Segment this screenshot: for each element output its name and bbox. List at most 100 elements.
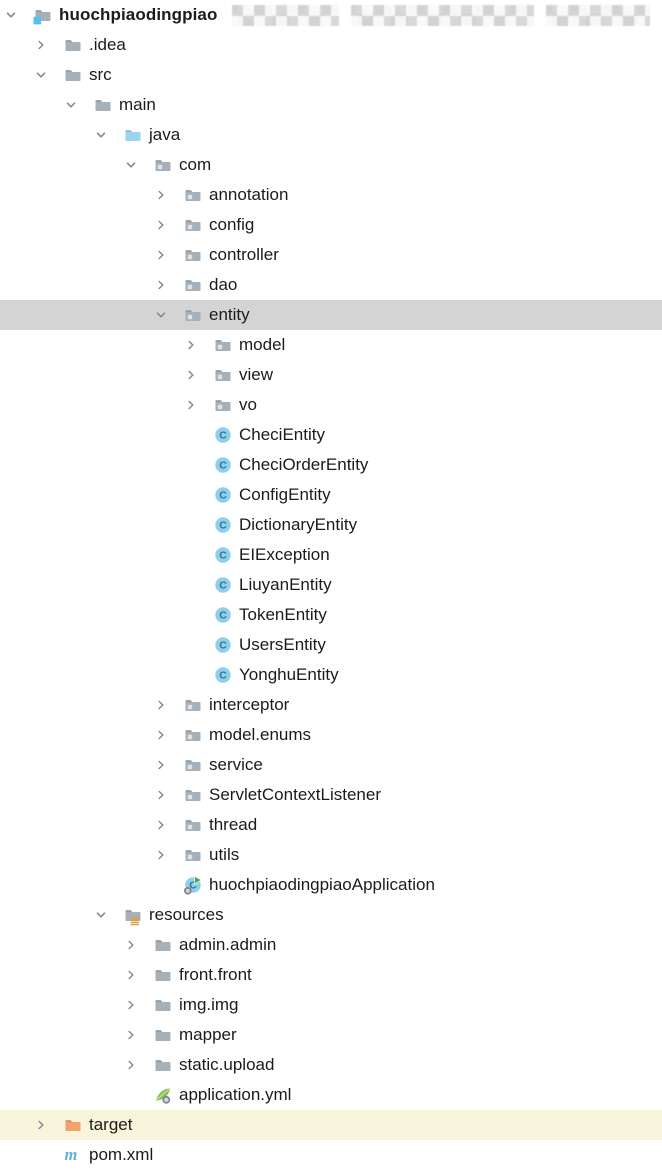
tree-row[interactable]: .idea [0,30,662,60]
tree-row[interactable]: admin.admin [0,930,662,960]
tree-row[interactable]: model [0,330,662,360]
runnable-class-icon: C [184,875,203,895]
chevron-right-icon[interactable] [154,240,184,270]
tree-item-label: utils [209,845,240,864]
chevron-right-icon[interactable] [124,1020,154,1050]
resources-folder-icon [124,906,142,926]
chevron-down-icon[interactable] [64,90,94,120]
chevron-down-icon[interactable] [94,120,124,150]
chevron-right-icon[interactable] [154,720,184,750]
redacted-block [232,4,340,26]
tree-row[interactable]: dao [0,270,662,300]
chevron-down-icon[interactable] [34,60,64,90]
tree-row[interactable]: interceptor [0,690,662,720]
tree-row[interactable]: main [0,90,662,120]
tree-row[interactable]: C LiuyanEntity [0,570,662,600]
package-folder-icon [154,156,172,174]
tree-row[interactable]: static.upload [0,1050,662,1080]
tree-row[interactable]: resources [0,900,662,930]
svg-text:C: C [219,670,227,682]
class-icon: C [214,576,232,594]
chevron-down-icon[interactable] [154,300,184,330]
chevron-right-icon[interactable] [184,330,214,360]
tree-row[interactable]: view [0,360,662,390]
svg-text:m: m [65,1145,78,1164]
tree-item-label: thread [209,815,258,834]
tree-row[interactable]: C DictionaryEntity [0,510,662,540]
class-icon: C [214,516,232,534]
tree-row[interactable]: mapper [0,1020,662,1050]
tree-row[interactable]: application.yml [0,1080,662,1110]
tree-row[interactable]: vo [0,390,662,420]
tree-row[interactable]: java [0,120,662,150]
tree-item-label: com [179,155,212,174]
chevron-right-icon[interactable] [154,840,184,870]
chevron-right-icon[interactable] [154,750,184,780]
chevron-right-icon[interactable] [154,780,184,810]
tree-item-label: model.enums [209,725,312,744]
chevron-down-icon[interactable] [4,0,34,30]
chevron-right-icon[interactable] [154,810,184,840]
tree-item-label: main [119,95,156,114]
folder-icon [64,66,82,84]
indent-spacer [184,660,214,690]
tree-item-label: admin.admin [179,935,277,954]
chevron-down-icon[interactable] [94,900,124,930]
chevron-right-icon[interactable] [154,270,184,300]
folder-icon [154,1056,172,1074]
tree-item-label: DictionaryEntity [239,515,358,534]
chevron-right-icon[interactable] [154,180,184,210]
redacted-block [351,4,535,26]
chevron-right-icon[interactable] [34,30,64,60]
chevron-right-icon[interactable] [124,990,154,1020]
tree-row[interactable]: thread [0,810,662,840]
tree-item-label: static.upload [179,1055,275,1074]
chevron-right-icon[interactable] [124,930,154,960]
package-folder-icon [184,696,202,714]
tree-item-label: java [149,125,181,144]
package-folder-icon [214,366,232,384]
class-icon: C [214,636,232,654]
tree-item-label: LiuyanEntity [239,575,332,594]
folder-icon [94,96,112,114]
tree-row[interactable]: model.enums [0,720,662,750]
tree-row[interactable]: target [0,1110,662,1140]
tree-row[interactable]: C huochpiaodingpiaoApplication [0,870,662,900]
tree-row[interactable]: front.front [0,960,662,990]
chevron-right-icon[interactable] [34,1110,64,1140]
tree-row[interactable]: src [0,60,662,90]
tree-row[interactable]: utils [0,840,662,870]
chevron-right-icon[interactable] [154,210,184,240]
tree-row[interactable]: config [0,210,662,240]
tree-item-label: huochpiaodingpiao [59,5,218,24]
tree-row[interactable]: annotation [0,180,662,210]
indent-spacer [184,600,214,630]
chevron-down-icon[interactable] [124,150,154,180]
chevron-right-icon[interactable] [154,690,184,720]
chevron-right-icon[interactable] [184,360,214,390]
chevron-right-icon[interactable] [124,960,154,990]
svg-text:C: C [219,460,227,472]
tree-row[interactable]: ServletContextListener [0,780,662,810]
tree-row[interactable]: huochpiaodingpiao [0,0,662,30]
tree-row[interactable]: service [0,750,662,780]
tree-item-label: config [209,215,255,234]
tree-row[interactable]: entity [0,300,662,330]
tree-row[interactable]: controller [0,240,662,270]
chevron-right-icon[interactable] [124,1050,154,1080]
class-icon: C [214,456,232,474]
package-folder-icon [184,756,202,774]
chevron-right-icon[interactable] [184,390,214,420]
tree-row[interactable]: com [0,150,662,180]
svg-text:C: C [219,640,227,652]
tree-row[interactable]: img.img [0,990,662,1020]
